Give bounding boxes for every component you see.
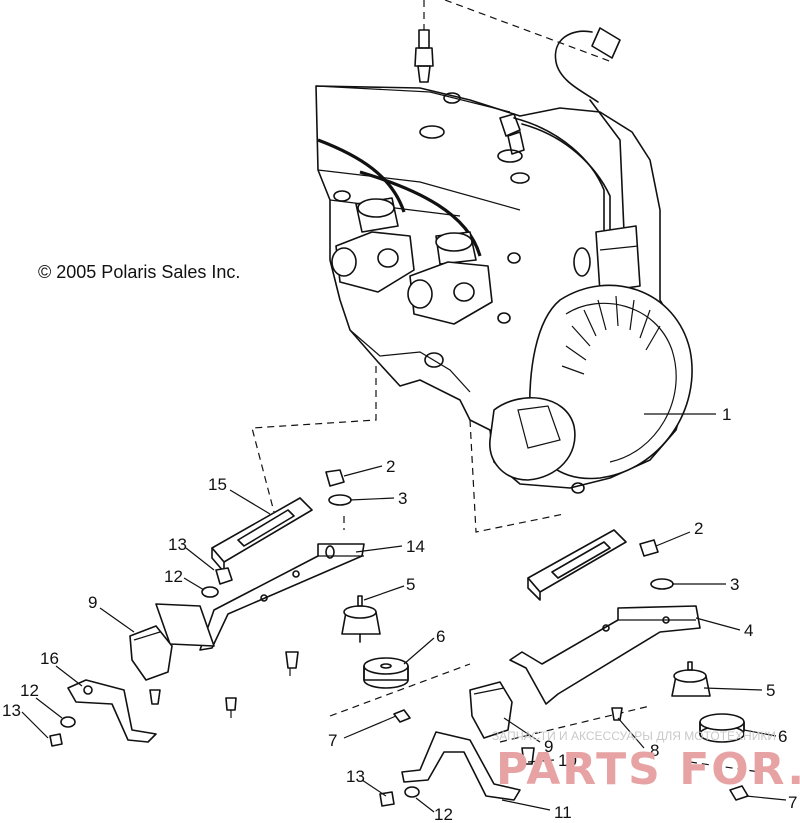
washer-12c — [404, 786, 420, 798]
callout-3: 3 — [398, 489, 407, 508]
callout-11: 11 — [554, 803, 572, 822]
watermark: ЗАПЧАСТИ И АКСЕССУАРЫ ДЛЯ МОТОТЕХНИКИ PA… — [492, 729, 800, 795]
callout-labels: 1 2 3 15 14 13 12 9 5 6 16 12 13 7 2 3 4… — [2, 405, 797, 823]
slotted-plate-right — [527, 529, 627, 593]
callout-12: 12 — [20, 681, 39, 700]
callout-13: 13 — [168, 535, 187, 554]
callout-10: 10 — [558, 751, 577, 770]
washer-3b — [650, 578, 674, 590]
nut-2a — [325, 469, 345, 487]
callout-7: 7 — [328, 731, 337, 750]
watermark-tagline: ЗАПЧАСТИ И АКСЕССУАРЫ ДЛЯ МОТОТЕХНИКИ — [492, 729, 776, 743]
bracket-11 — [401, 731, 521, 801]
copyright-notice: © 2005 Polaris Sales Inc. — [38, 262, 241, 282]
callout-12: 12 — [164, 567, 183, 586]
callout-13: 13 — [346, 767, 365, 786]
washer-3a — [328, 494, 352, 506]
callout-5: 5 — [406, 575, 415, 594]
nut-2b — [639, 539, 659, 557]
callout-12: 12 — [434, 805, 453, 823]
callout-9: 9 — [88, 593, 97, 612]
washer-12a — [201, 586, 219, 598]
callout-3: 3 — [730, 575, 739, 594]
right-mount-group — [379, 529, 749, 807]
callout-4: 4 — [744, 621, 753, 640]
bracket-4 — [509, 605, 701, 705]
callout-6: 6 — [778, 727, 787, 746]
engine-assembly — [315, 0, 716, 494]
nut-13a — [215, 567, 233, 585]
callout-8: 8 — [650, 741, 659, 760]
callout-14: 14 — [406, 537, 425, 556]
rubber-block-9b — [469, 681, 513, 739]
callout-2: 2 — [694, 519, 703, 538]
callout-13: 13 — [2, 701, 21, 720]
nut-13b — [49, 733, 63, 747]
slotted-plate-15 — [211, 497, 313, 563]
callout-15: 15 — [208, 475, 227, 494]
callout-7: 7 — [788, 793, 797, 812]
callout-16: 16 — [40, 649, 59, 668]
left-mount-group — [49, 469, 411, 747]
bracket-14 — [199, 543, 365, 651]
washer-12b — [60, 716, 76, 728]
callout-6: 6 — [436, 627, 445, 646]
callout-5: 5 — [766, 681, 775, 700]
rubber-block-9a — [129, 625, 173, 681]
nut-7a — [393, 709, 411, 723]
watermark-brand: PARTS FOR.RU — [496, 744, 800, 795]
bracket-16 — [67, 679, 157, 743]
callout-1: 1 — [722, 405, 731, 424]
nut-13c — [379, 791, 395, 807]
callout-2: 2 — [386, 457, 395, 476]
leader-lines — [21, 465, 787, 813]
callout-9: 9 — [544, 737, 553, 756]
